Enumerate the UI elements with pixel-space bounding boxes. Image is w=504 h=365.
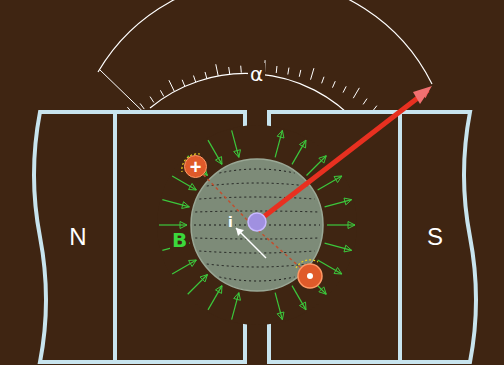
- field-arrowhead: [234, 293, 241, 301]
- coil-side: [195, 166, 310, 276]
- coil-conductor-out: [298, 264, 322, 288]
- scale-tick: [182, 80, 185, 86]
- field-arrowhead: [189, 260, 197, 267]
- core-field-line: [207, 183, 307, 186]
- scale-tick: [322, 77, 324, 84]
- core-field-line: [199, 251, 314, 253]
- pivot: [248, 213, 266, 231]
- field-line: [208, 140, 222, 164]
- field-arrowhead: [319, 287, 326, 294]
- field-line: [327, 224, 355, 225]
- core-field-line: [219, 169, 294, 173]
- angle-symbol: α: [248, 63, 265, 85]
- air-gap: [157, 125, 357, 325]
- field-symbol: B: [170, 229, 189, 251]
- field-line: [159, 224, 187, 225]
- current-arrow: [236, 228, 266, 258]
- south-pole: S: [404, 116, 466, 358]
- field-arrowhead: [189, 183, 197, 190]
- pole-letter: S: [427, 225, 443, 249]
- core-field-line: [199, 197, 314, 199]
- field-line: [318, 176, 342, 190]
- scale-tick: [332, 81, 335, 87]
- current-symbol: i: [226, 214, 235, 230]
- core-field-line: [195, 238, 318, 239]
- field-arrowhead: [319, 156, 326, 163]
- scale-tick: [169, 80, 174, 91]
- field-arrowhead: [215, 286, 222, 294]
- scale-tick: [193, 76, 195, 83]
- scale-arc: [98, 0, 432, 84]
- force-arrow: [296, 260, 318, 268]
- pointer-tip: [413, 86, 432, 104]
- scale-tick: [299, 70, 301, 77]
- north-pole: N: [44, 116, 112, 358]
- field-arrowhead: [334, 176, 342, 183]
- field-arrowhead: [215, 157, 222, 165]
- polarity-sign: +: [190, 157, 202, 177]
- core-field-line: [207, 264, 307, 267]
- field-arrowhead: [334, 267, 342, 274]
- scale-tick: [150, 97, 154, 103]
- scale-tick: [363, 99, 367, 105]
- core-field-line: [219, 277, 294, 281]
- field-arrowhead: [344, 245, 352, 252]
- field-arrowhead: [277, 312, 284, 320]
- core-field-line: [195, 211, 318, 212]
- field-arrows: [159, 130, 355, 319]
- scale-tick: [311, 68, 314, 80]
- pole-edge: [113, 112, 117, 362]
- scale-tick: [140, 103, 144, 109]
- iron-core: [191, 159, 323, 291]
- field-arrowhead: [200, 274, 207, 281]
- field-line: [292, 286, 306, 310]
- scale-tick: [216, 64, 218, 76]
- scale-tick: [160, 90, 163, 96]
- scale-tick: [205, 72, 207, 79]
- field-arrowhead: [299, 302, 306, 310]
- current-arrowhead: [236, 228, 244, 236]
- field-line: [172, 260, 196, 274]
- scale-tick: [240, 66, 242, 73]
- current-dot: [307, 273, 313, 279]
- field-arrowhead: [277, 130, 284, 138]
- field-line: [208, 286, 222, 310]
- scale-tick: [229, 67, 230, 74]
- scale-tick: [353, 88, 359, 98]
- field-arrowhead: [180, 222, 187, 229]
- field-line: [292, 140, 306, 164]
- field-arrowhead: [234, 150, 241, 158]
- field-arrowhead: [299, 140, 306, 148]
- pole-edge: [398, 112, 402, 362]
- field-line: [172, 176, 196, 190]
- pointer-needle: [257, 90, 428, 222]
- coil-conductor-in: +: [184, 155, 207, 178]
- field-arrowhead: [344, 198, 352, 205]
- field-line: [188, 274, 208, 294]
- scale-tick: [343, 86, 346, 92]
- pole-letter: N: [69, 225, 86, 249]
- field-arrowhead: [182, 202, 190, 209]
- scale-tick: [276, 66, 278, 73]
- field-arrowhead: [348, 222, 355, 229]
- scale-tick: [288, 68, 289, 75]
